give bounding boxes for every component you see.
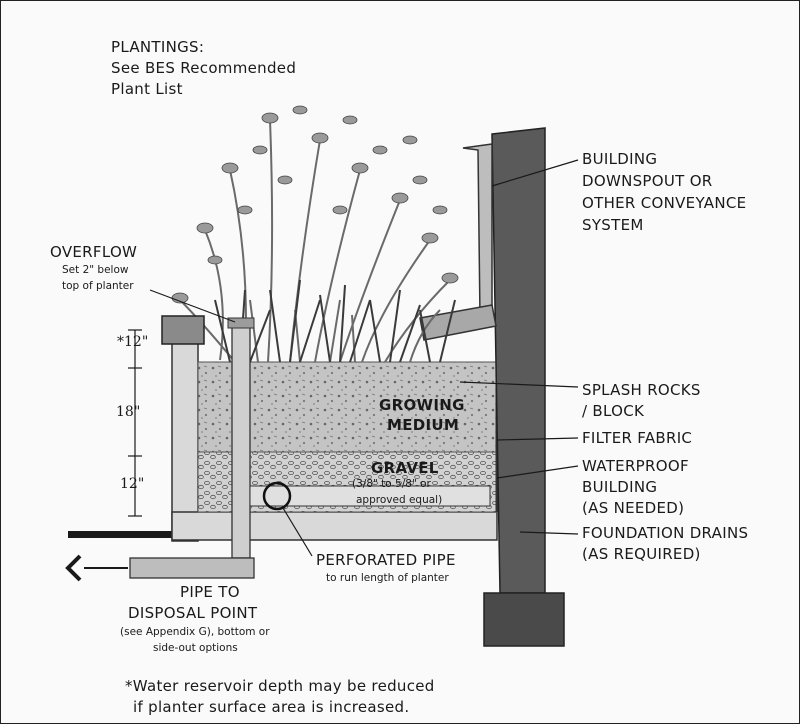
conveyance-label: OTHER CONVEYANCE bbox=[582, 194, 747, 212]
plantings-leaves bbox=[171, 105, 459, 304]
footnote-line-1: *Water reservoir depth may be reduced bbox=[125, 677, 435, 695]
disposal-line-1: PIPE TO bbox=[180, 583, 240, 601]
dimension-middle: 18" bbox=[116, 404, 141, 420]
disposal-note-2: side-out options bbox=[153, 642, 238, 654]
footnote-line-2: if planter surface area is increased. bbox=[133, 698, 410, 716]
building-label: BUILDING bbox=[582, 150, 658, 168]
foundation-drains-label: FOUNDATION DRAINS bbox=[582, 524, 749, 542]
splash-rocks-label: SPLASH ROCKS bbox=[582, 381, 701, 399]
filter-fabric-label: FILTER FABRIC bbox=[582, 429, 693, 447]
growing-medium-line-2: MEDIUM bbox=[387, 416, 460, 434]
overflow-standpipe bbox=[161, 315, 255, 559]
gravel-title: GRAVEL bbox=[371, 459, 439, 477]
ground-line bbox=[68, 531, 178, 538]
building-wall bbox=[483, 127, 565, 647]
plantings-line-2: Plant List bbox=[111, 80, 183, 98]
downspout-label: DOWNSPOUT OR bbox=[582, 172, 713, 190]
foundation-note-label: (AS REQUIRED) bbox=[582, 545, 701, 563]
perforated-pipe-title: PERFORATED PIPE bbox=[316, 551, 456, 569]
waterproof-building-label: BUILDING bbox=[582, 478, 658, 496]
gravel-note-1: (3/8" to 5/8" or bbox=[352, 478, 431, 490]
overflow-title: OVERFLOW bbox=[50, 243, 138, 261]
dimension-bottom: 12" bbox=[120, 476, 145, 492]
plantings-line-1: See BES Recommended bbox=[111, 59, 297, 77]
overflow-note-2: top of planter bbox=[62, 280, 134, 292]
leader-lines bbox=[149, 159, 579, 557]
plantings-title: PLANTINGS: bbox=[111, 38, 205, 56]
perforated-pipe bbox=[249, 481, 491, 511]
disposal-line-2: DISPOSAL POINT bbox=[128, 604, 258, 622]
waterproof-label: WATERPROOF bbox=[582, 457, 689, 475]
splash-block-label: / BLOCK bbox=[582, 402, 645, 420]
dimension-top: *12" bbox=[117, 334, 149, 350]
disposal-note-1: (see Appendix G), bottom or bbox=[120, 626, 270, 638]
system-label: SYSTEM bbox=[582, 216, 644, 234]
perforated-pipe-note: to run length of planter bbox=[326, 572, 449, 584]
overflow-note-1: Set 2" below bbox=[62, 264, 129, 276]
growing-medium-line-1: GROWING bbox=[379, 396, 465, 414]
waterproof-note-label: (AS NEEDED) bbox=[582, 499, 685, 517]
dimension-lines bbox=[128, 329, 142, 517]
disposal-pipe bbox=[65, 554, 255, 582]
gravel-note-2: approved equal) bbox=[356, 494, 443, 506]
